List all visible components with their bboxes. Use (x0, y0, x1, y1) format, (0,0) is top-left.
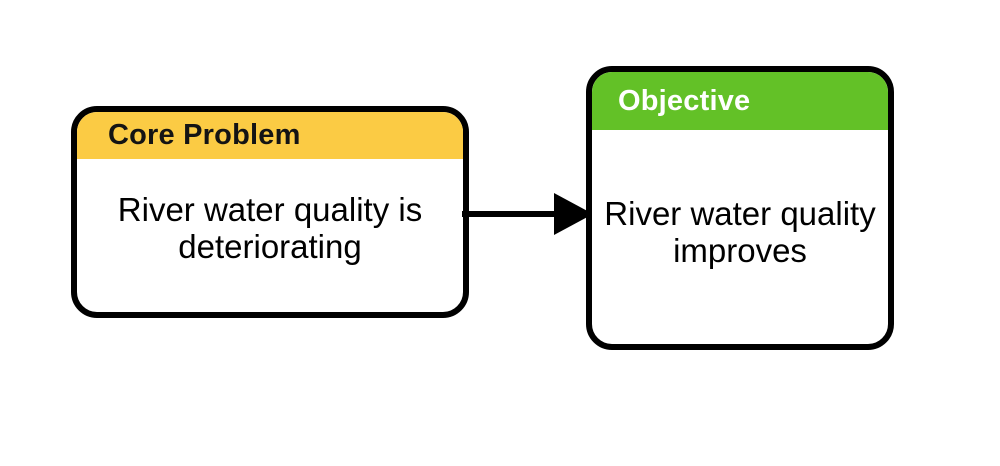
arrow-right-icon (462, 193, 593, 235)
node-objective-body: River water quality improves (592, 130, 888, 344)
node-objective-header-label: Objective (618, 84, 751, 117)
node-core-problem-header: Core Problem (77, 112, 463, 159)
node-objective[interactable]: Objective River water quality improves (586, 66, 894, 350)
node-core-problem-body-text: River water quality is deteriorating (117, 190, 423, 265)
node-core-problem-body: River water quality is deteriorating (77, 159, 463, 312)
node-core-problem[interactable]: Core Problem River water quality is dete… (71, 106, 469, 318)
node-objective-body-text: River water quality improves (604, 195, 876, 269)
edge-core-problem-to-objective (462, 186, 596, 242)
node-core-problem-header-label: Core Problem (108, 119, 301, 151)
node-objective-header: Objective (592, 72, 888, 130)
arrow-head (554, 193, 593, 235)
